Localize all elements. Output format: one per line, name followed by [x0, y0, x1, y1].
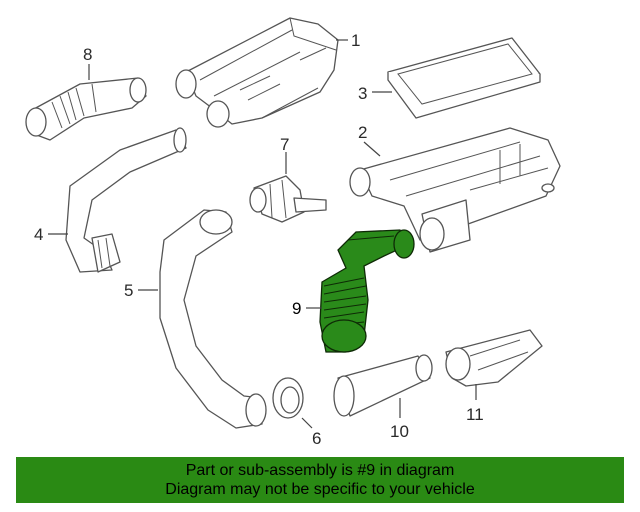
- callout-1[interactable]: 1: [351, 31, 360, 50]
- part-6-seal-ring[interactable]: [272, 377, 304, 419]
- callout-8[interactable]: 8: [83, 45, 92, 64]
- part-4-duct[interactable]: [65, 127, 187, 273]
- banner-line-2: Diagram may not be specific to your vehi…: [165, 481, 475, 498]
- callout-2[interactable]: 2: [358, 123, 367, 142]
- part-7-adapter[interactable]: [249, 175, 327, 223]
- part-11-scoop[interactable]: [445, 329, 543, 387]
- callout-7[interactable]: 7: [280, 135, 289, 154]
- callout-4[interactable]: 4: [34, 225, 43, 244]
- callout-11[interactable]: 11: [466, 405, 484, 424]
- part-2-housing-lower[interactable]: [349, 127, 561, 253]
- parts-diagram: 1 3 8 2 7 4: [25, 17, 561, 448]
- callout-5[interactable]: 5: [124, 281, 133, 300]
- callout-6[interactable]: 6: [312, 429, 321, 448]
- part-3-filter-element[interactable]: [387, 37, 541, 119]
- leader-2: [363, 141, 381, 157]
- part-5-long-duct[interactable]: [159, 209, 267, 429]
- banner-line-1: Part or sub-assembly is #9 in diagram: [185, 462, 455, 479]
- part-8-intake-hose[interactable]: [25, 77, 147, 141]
- callout-3[interactable]: 3: [358, 84, 367, 103]
- part-10-tube[interactable]: [333, 354, 433, 417]
- part-1-housing-upper[interactable]: [175, 17, 339, 128]
- leader-6: [301, 417, 313, 429]
- callout-9[interactable]: 9: [292, 299, 301, 318]
- part-9-hose-highlighted[interactable]: [319, 229, 415, 353]
- callout-10[interactable]: 10: [390, 422, 409, 441]
- part-info-banner: Part or sub-assembly is #9 in diagram Di…: [16, 457, 624, 503]
